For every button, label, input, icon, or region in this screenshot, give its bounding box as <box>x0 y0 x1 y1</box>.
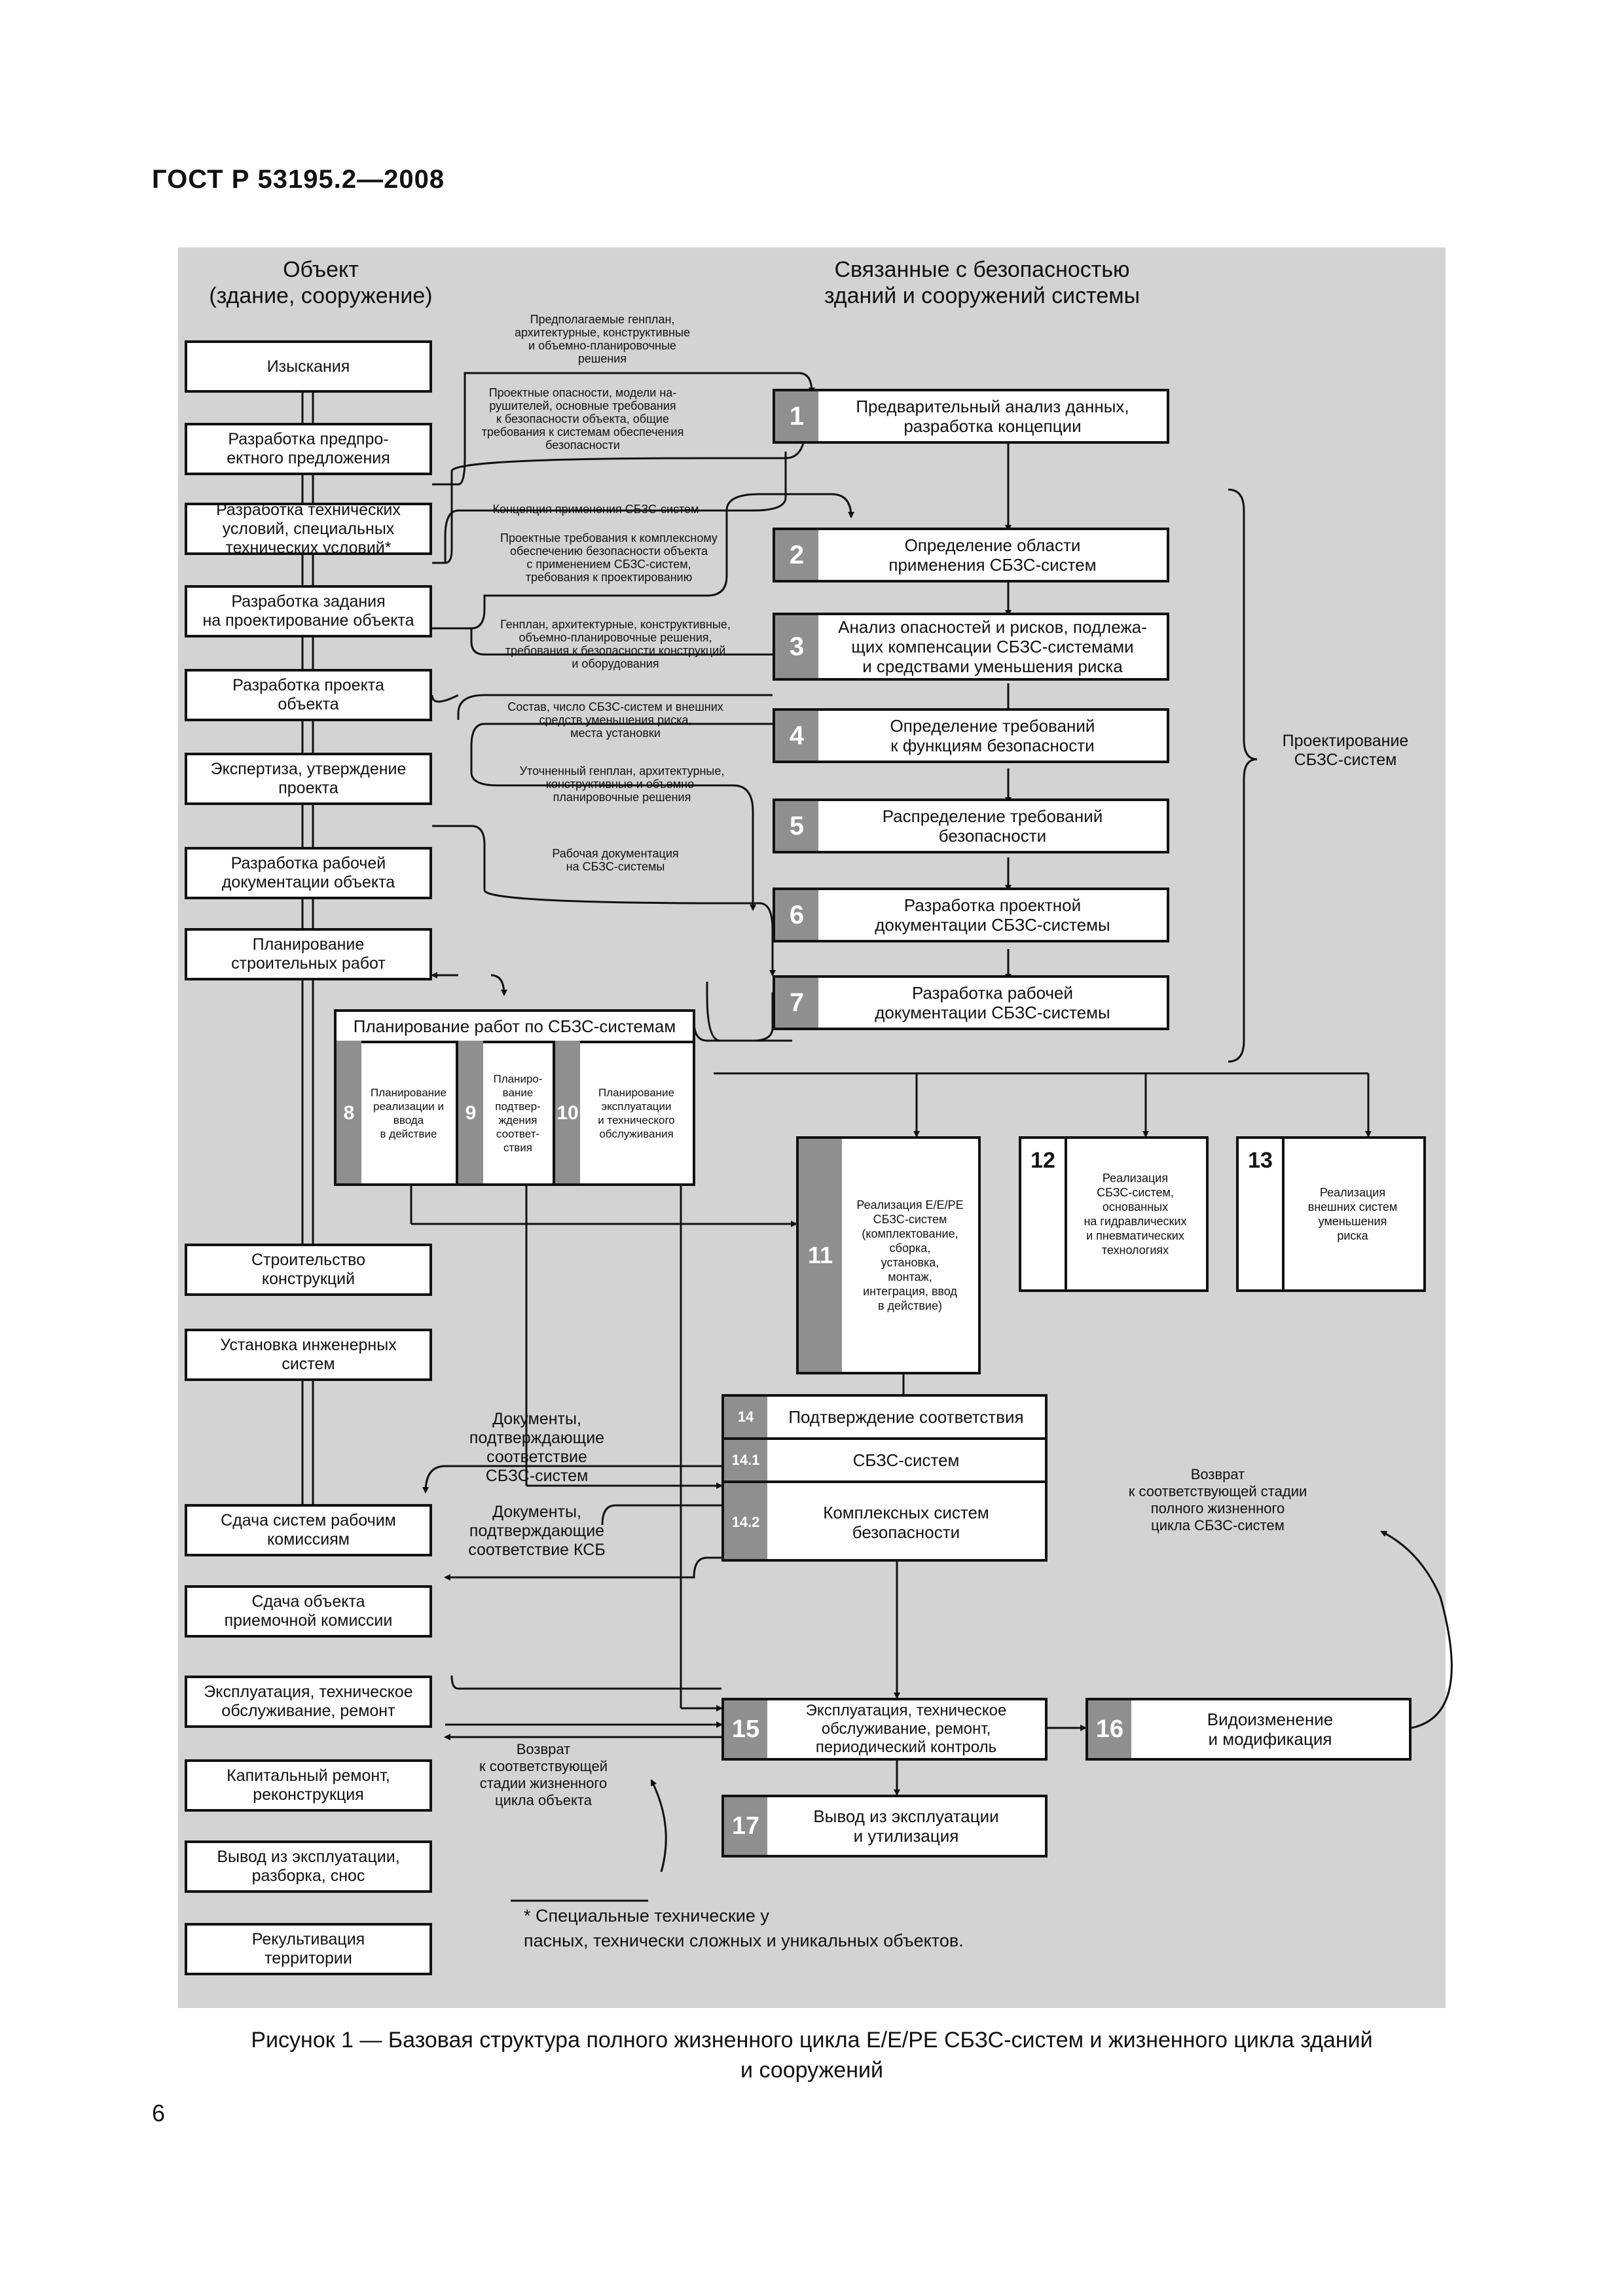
realization-12-text: Реализация СБЗС-систем, основанных на ги… <box>1084 1172 1187 1257</box>
sbzs-step-16: 16 Видоизменение и модификация <box>1085 1698 1412 1761</box>
object-stage-8: Планирование строительных работ <box>185 928 432 980</box>
planning-group-title: Планирование работ по СБЗС-системам <box>337 1012 693 1043</box>
confirmation-14: 14 Подтверждение соответствия <box>724 1397 1045 1440</box>
confirmation-14-1-number: 14.1 <box>724 1440 767 1480</box>
note-working-docs: Рабочая документация на СБЗС-системы <box>552 847 679 873</box>
right-column-title: Связанные с безопасностью зданий и соору… <box>824 257 1140 308</box>
realization-11-text: Реализация Е/Е/РЕ СБЗС-систем (комплекто… <box>856 1198 964 1312</box>
planning-item-8-number: 8 <box>337 1041 361 1183</box>
left-column-title: Объект (здание, сооружение) <box>209 257 433 308</box>
note-design-requirements: Проектные требования к комплексному обес… <box>500 531 718 584</box>
note-docs-ksb: Документы, подтверждающие соответствие К… <box>468 1503 606 1559</box>
confirmation-14-text: Подтверждение соответствия <box>788 1407 1024 1427</box>
planning-item-9-number: 9 <box>458 1041 483 1183</box>
sbzs-step-5: 5 Распределение требований безопасности <box>773 798 1169 853</box>
footnote: * Специальные технические у пасных, техн… <box>524 1906 964 1950</box>
sbzs-step-16-text: Видоизменение и модификация <box>1207 1710 1334 1749</box>
sbzs-step-17-text: Вывод из эксплуатации и утилизация <box>813 1806 999 1846</box>
sbzs-step-16-number: 16 <box>1088 1700 1131 1758</box>
object-stage-16: Рекультивация территории <box>185 1923 432 1975</box>
object-stage-2: Разработка предпро- ектного предложения <box>185 423 432 475</box>
object-stage-12: Сдача объекта приемочной комиссии <box>185 1585 432 1638</box>
document-header: ГОСТ Р 53195.2—2008 <box>152 165 445 194</box>
sbzs-step-4-text: Определение требований к функциям безопа… <box>890 716 1095 755</box>
confirmation-14-number: 14 <box>724 1397 767 1437</box>
object-stage-1: Изыскания <box>185 340 432 393</box>
sbzs-step-3-text: Анализ опасностей и рисков, подлежа- щих… <box>838 617 1147 676</box>
note-composition: Состав, число СБЗС-систем и внешних сред… <box>507 700 723 740</box>
page-number: 6 <box>152 2100 166 2126</box>
planning-item-8-text: Планирование реализации и ввода в действ… <box>370 1086 447 1140</box>
figure-caption: Рисунок 1 — Базовая структура полного жи… <box>251 2028 1373 2083</box>
object-stage-10: Установка инженерных систем <box>185 1329 432 1381</box>
object-stage-4: Разработка задания на проектирование объ… <box>185 585 432 637</box>
sbzs-step-7-number: 7 <box>775 978 818 1028</box>
design-label: Проектирование СБЗС-систем <box>1282 732 1409 769</box>
planning-item-9-text: Планиро- вание подтвер- ждения соответ- … <box>493 1073 543 1154</box>
sbzs-step-1-number: 1 <box>775 391 818 441</box>
sbzs-step-17-number: 17 <box>724 1797 767 1855</box>
sbzs-step-7-text: Разработка рабочей документации СБЗС-сис… <box>875 983 1110 1022</box>
object-stage-14: Капитальный ремонт, реконструкция <box>185 1759 432 1812</box>
realization-12-number: 12 <box>1021 1139 1067 1289</box>
note-return-object: Возврат к соответствующей стадии жизненн… <box>479 1741 608 1808</box>
sbzs-step-1-text: Предварительный анализ данных, разработк… <box>856 397 1129 436</box>
sbzs-step-15-number: 15 <box>724 1700 767 1758</box>
sbzs-step-15-text: Эксплуатация, техническое обслуживание, … <box>805 1702 1007 1756</box>
sbzs-step-6-text: Разработка проектной документации СБЗС-с… <box>875 895 1110 935</box>
object-stage-5: Разработка проекта объекта <box>185 669 432 721</box>
sbzs-step-5-text: Распределение требований безопасности <box>882 806 1103 846</box>
sbzs-step-6: 6 Разработка проектной документации СБЗС-… <box>773 888 1169 942</box>
sbzs-step-4: 4 Определение требований к функциям безоп… <box>773 708 1169 763</box>
sbzs-step-1: 1 Предварительный анализ данных, разработ… <box>773 389 1169 444</box>
sbzs-step-15: 15 Эксплуатация, техническое обслуживание… <box>721 1698 1048 1761</box>
sbzs-step-3-number: 3 <box>775 615 818 678</box>
sbzs-step-5-number: 5 <box>775 801 818 851</box>
confirmation-14-2-number: 14.2 <box>724 1483 767 1559</box>
note-docs-sbzs: Документы, подтверждающие соответствие С… <box>469 1410 605 1485</box>
note-general-plan: Генплан, архитектурные, конструктивные, … <box>500 618 731 670</box>
realization-13: 13 Реализация внешних систем уменьшения р… <box>1236 1136 1426 1292</box>
object-stage-7: Разработка рабочей документации объекта <box>185 847 432 899</box>
object-stage-11: Сдача систем рабочим комиссиям <box>185 1504 432 1556</box>
sbzs-step-2-number: 2 <box>775 530 818 580</box>
sbzs-step-6-number: 6 <box>775 890 818 940</box>
object-stage-13: Эксплуатация, техническое обслуживание, … <box>185 1676 432 1728</box>
confirmation-14-2: 14.2 Комплексных систем безопасности <box>724 1483 1045 1559</box>
object-stage-9: Строительство конструкций <box>185 1244 432 1296</box>
note-concept: Концепция применения СБЗС-систем <box>492 503 699 516</box>
confirmation-group: 14 Подтверждение соответствия 14.1 СБЗС-сис… <box>721 1394 1048 1562</box>
sbzs-step-2-text: Определение области применения СБЗС-сист… <box>888 535 1097 575</box>
confirmation-14-1-text: СБЗС-систем <box>852 1450 960 1470</box>
sbzs-step-4-number: 4 <box>775 711 818 761</box>
object-stage-3: Разработка технических условий, специаль… <box>185 503 432 555</box>
object-stage-6: Экспертиза, утверждение проекта <box>185 753 432 805</box>
sbzs-step-7: 7 Разработка рабочей документации СБЗС-си… <box>773 975 1169 1030</box>
note-design-hazards: Проектные опасности, модели на- рушителе… <box>481 386 684 452</box>
realization-13-number: 13 <box>1239 1139 1285 1289</box>
sbzs-step-17: 17 Вывод из эксплуатации и утилизация <box>721 1795 1048 1857</box>
confirmation-14-1: 14.1 СБЗС-систем <box>724 1440 1045 1483</box>
note-refined-plan: Уточненный генплан, архитектурные, конст… <box>519 764 725 804</box>
object-stage-15: Вывод из эксплуатации, разборка, снос <box>185 1840 432 1893</box>
note-return-sbzs: Возврат к соответствующей стадии полного… <box>1128 1466 1307 1534</box>
realization-11-number: 11 <box>799 1139 842 1372</box>
sbzs-step-2: 2 Определение области применения СБЗС-сис… <box>773 528 1169 583</box>
planning-item-10-number: 10 <box>555 1041 580 1183</box>
sbzs-step-3: 3 Анализ опасностей и рисков, подлежа- щи… <box>773 613 1169 681</box>
planning-item-10-text: Планирование эксплуатации и технического… <box>598 1086 675 1140</box>
note-preliminary-plan: Предполагаемые генплан, архитектурные, к… <box>514 313 691 365</box>
confirmation-14-2-text: Комплексных систем безопасности <box>823 1503 989 1542</box>
planning-item-10: 10 Планирование эксплуатации и техническо… <box>555 1041 693 1183</box>
realization-13-text: Реализация внешних систем уменьшения рис… <box>1307 1186 1398 1242</box>
